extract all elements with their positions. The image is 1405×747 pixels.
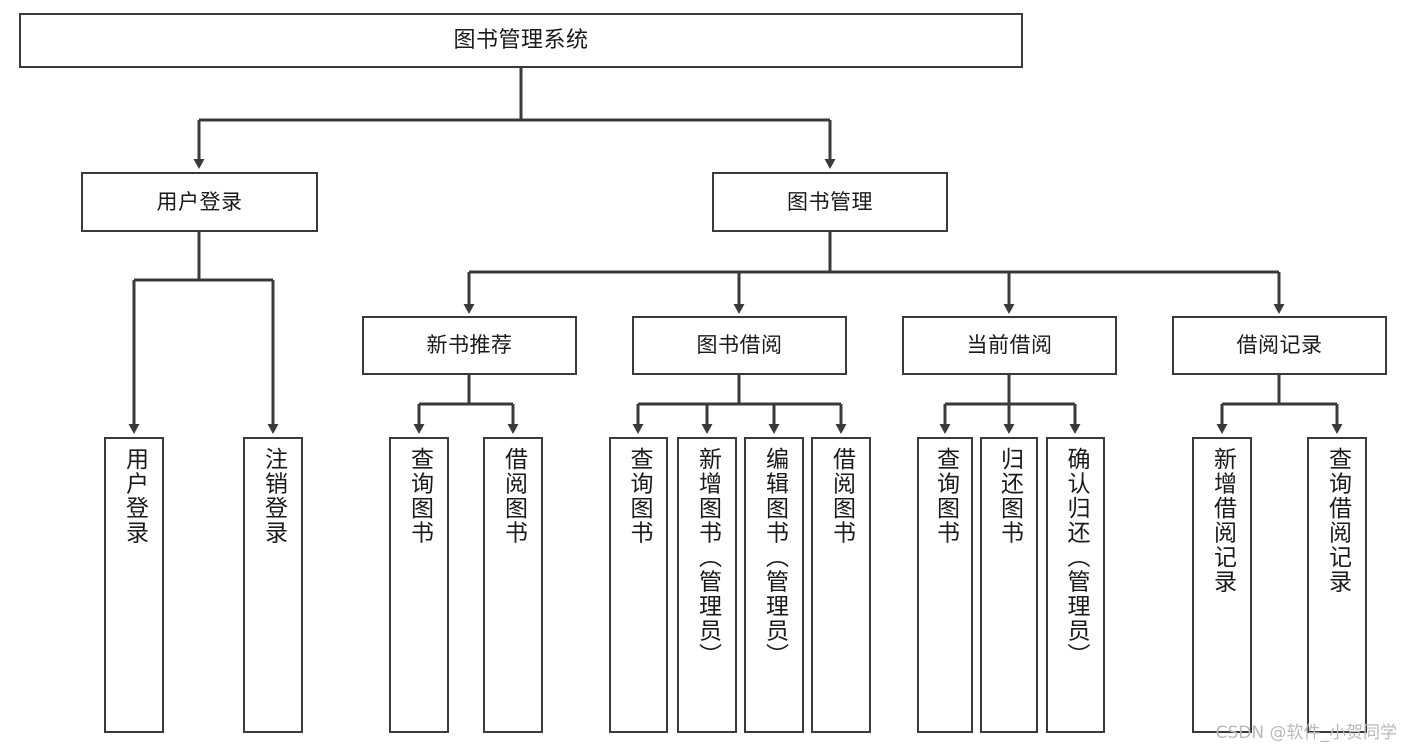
- node-leaf-confirm-return-label: 确认归还（管理员）: [1063, 447, 1089, 668]
- node-leaf-borrow-book-2[interactable]: 借阅图书: [811, 437, 871, 733]
- node-leaf-query-book-2-label: 查询图书: [626, 447, 652, 545]
- node-leaf-logout[interactable]: 注销登录: [243, 437, 303, 733]
- node-leaf-query-book-3[interactable]: 查询图书: [917, 437, 973, 733]
- node-leaf-user-login[interactable]: 用户登录: [104, 437, 164, 733]
- node-leaf-add-record[interactable]: 新增借阅记录: [1192, 437, 1252, 733]
- node-leaf-borrow-book-1[interactable]: 借阅图书: [483, 437, 543, 733]
- node-book-borrow-label: 图书借阅: [696, 333, 783, 358]
- node-borrow-record[interactable]: 借阅记录: [1172, 316, 1387, 375]
- node-leaf-query-book-2[interactable]: 查询图书: [609, 437, 668, 733]
- node-leaf-query-book-1[interactable]: 查询图书: [389, 437, 449, 733]
- node-root[interactable]: 图书管理系统: [19, 13, 1023, 68]
- node-leaf-confirm-return[interactable]: 确认归还（管理员）: [1046, 437, 1105, 733]
- csdn-watermark: CSDN @软件_小贺同学: [1215, 723, 1397, 743]
- node-new-book-recommend-label: 新书推荐: [426, 333, 513, 358]
- node-leaf-return-book-label: 归还图书: [996, 447, 1023, 545]
- node-leaf-query-book-1-label: 查询图书: [406, 447, 433, 545]
- node-leaf-logout-label: 注销登录: [260, 447, 287, 545]
- node-new-book-recommend[interactable]: 新书推荐: [362, 316, 577, 375]
- node-root-label: 图书管理系统: [453, 27, 589, 53]
- node-book-manage[interactable]: 图书管理: [712, 172, 948, 232]
- node-book-manage-label: 图书管理: [787, 189, 873, 214]
- node-book-borrow[interactable]: 图书借阅: [632, 316, 847, 375]
- node-current-borrow[interactable]: 当前借阅: [902, 316, 1117, 375]
- node-leaf-borrow-book-1-label: 借阅图书: [500, 447, 527, 545]
- node-leaf-user-login-label: 用户登录: [121, 447, 148, 545]
- node-user-login-label: 用户登录: [156, 189, 243, 214]
- node-leaf-add-book[interactable]: 新增图书（管理员）: [677, 437, 737, 733]
- node-leaf-borrow-book-2-label: 借阅图书: [828, 447, 855, 545]
- node-current-borrow-label: 当前借阅: [966, 333, 1053, 358]
- node-leaf-query-book-3-label: 查询图书: [932, 447, 959, 545]
- node-leaf-edit-book[interactable]: 编辑图书（管理员）: [744, 437, 804, 733]
- node-borrow-record-label: 借阅记录: [1236, 333, 1323, 358]
- node-leaf-query-record-label: 查询借阅记录: [1324, 447, 1351, 594]
- node-leaf-return-book[interactable]: 归还图书: [980, 437, 1038, 733]
- node-leaf-query-record[interactable]: 查询借阅记录: [1307, 437, 1367, 733]
- node-leaf-edit-book-label: 编辑图书（管理员）: [761, 447, 788, 668]
- node-leaf-add-book-label: 新增图书（管理员）: [694, 447, 721, 668]
- node-user-login[interactable]: 用户登录: [81, 172, 318, 232]
- node-leaf-add-record-label: 新增借阅记录: [1209, 447, 1236, 594]
